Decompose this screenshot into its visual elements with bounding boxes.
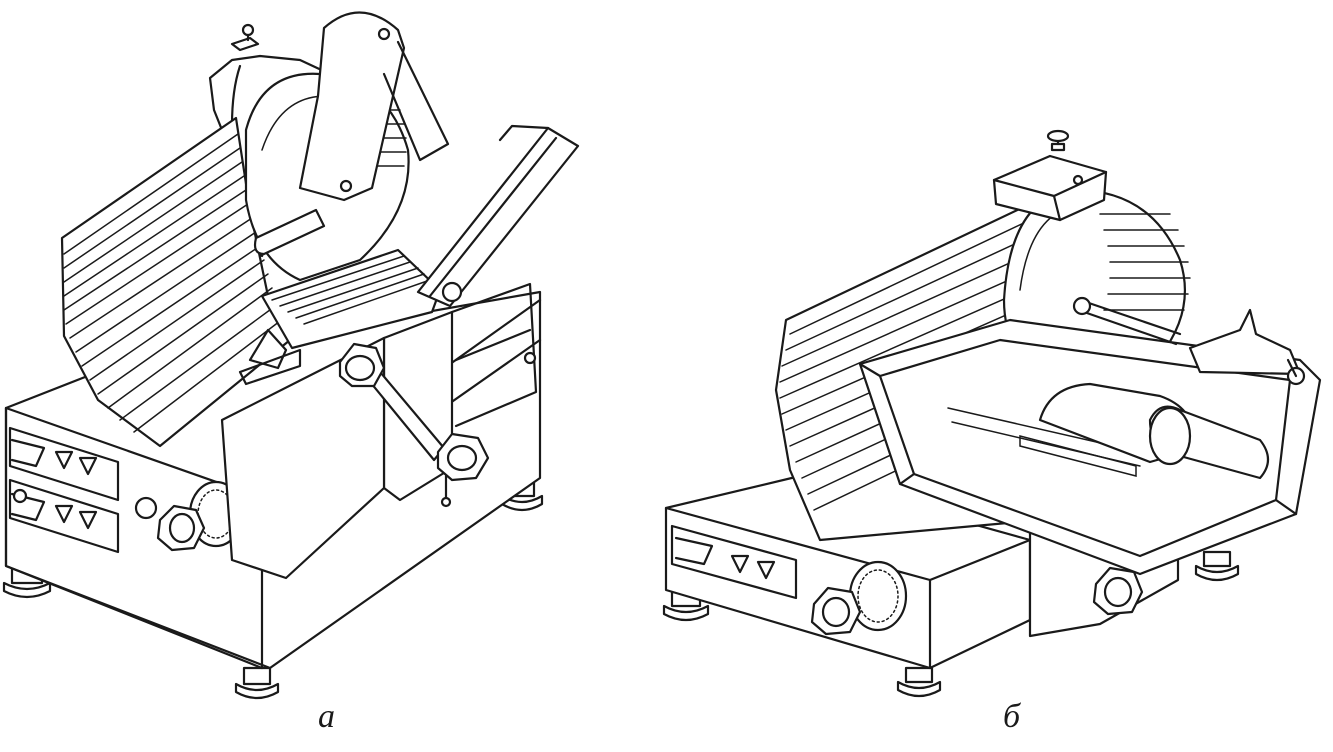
slicer-a-pusher-arm [253,11,450,256]
panel-caption-b: б [1003,698,1021,735]
slicer-b-control-panel [670,524,798,600]
slicer-a-lever [338,342,490,508]
slicer-a-illustration [2,11,580,700]
slicer-b-illustration [662,129,1322,698]
slicer-a-slide-rail [416,124,580,308]
slicer-a-control-panel [8,426,158,554]
slicer-b-carriage [858,318,1322,576]
panel-caption-a: а [318,698,335,735]
slicer-b-sharpener [992,129,1108,222]
slicer-b-feet [662,550,1240,698]
slicer-b-pusher [1038,296,1306,480]
slicer-b-thickness-knob [810,560,1144,636]
